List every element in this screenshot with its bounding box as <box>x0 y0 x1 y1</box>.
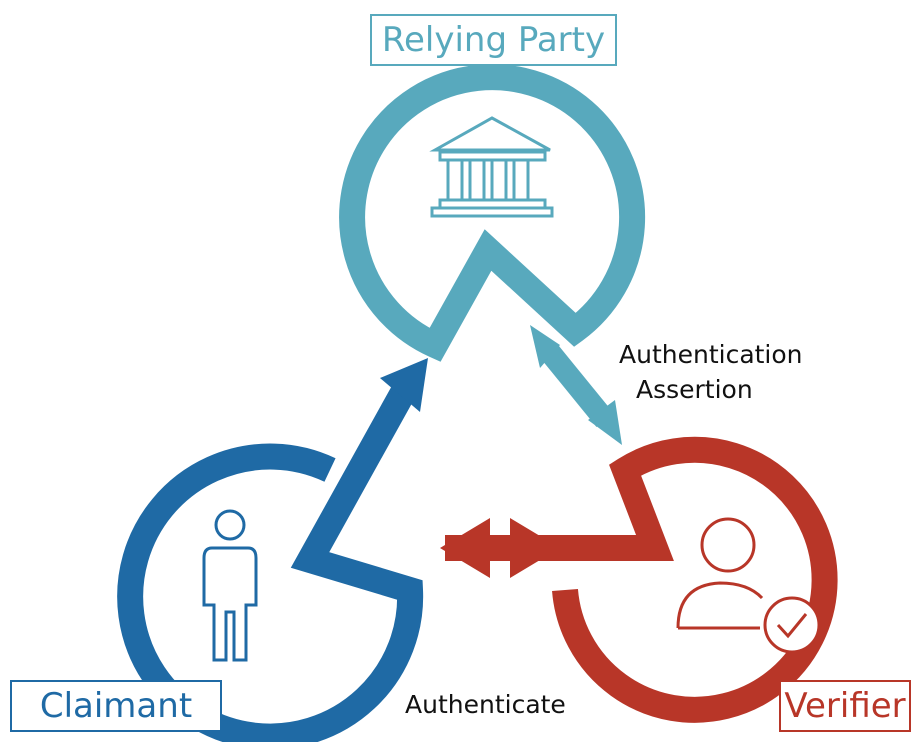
relying-party-ring <box>339 64 646 362</box>
claimant-arrowhead <box>380 358 428 412</box>
verifier-label: Verifier <box>779 680 911 732</box>
relying-party-label: Relying Party <box>370 14 617 66</box>
user-check-icon <box>676 517 821 654</box>
verifier-ring <box>445 436 838 723</box>
authenticate-label: Authenticate <box>405 690 566 719</box>
assertion-label-line2: Assertion <box>636 375 753 404</box>
assertion-label-line1: Authentication <box>619 340 803 369</box>
assertion-arrow <box>530 325 622 445</box>
person-icon <box>202 509 258 662</box>
authenticate-arrow <box>440 518 560 578</box>
bank-building-icon <box>429 116 554 218</box>
claimant-label: Claimant <box>10 680 222 732</box>
